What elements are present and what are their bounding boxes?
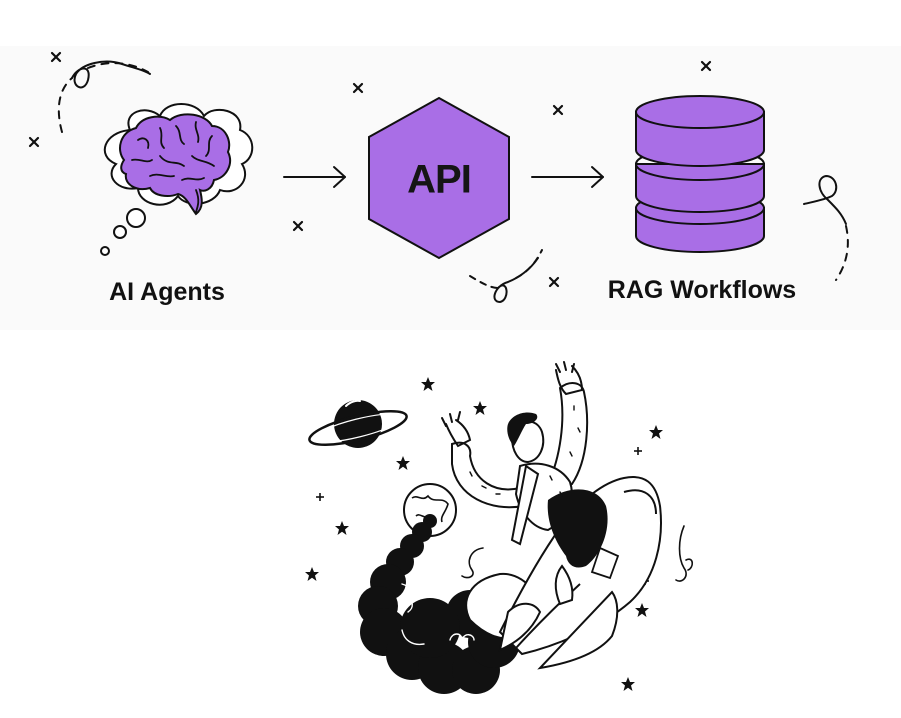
dashed-curve xyxy=(57,77,73,133)
star xyxy=(635,603,649,617)
x-mark xyxy=(292,220,304,232)
thought-bubble-dot xyxy=(113,225,127,239)
dashed-curve xyxy=(87,62,149,73)
loop-curve xyxy=(803,174,847,225)
thought-bubble-dot xyxy=(126,208,146,228)
node-label-ai-agents: AI Agents xyxy=(109,278,225,306)
dashed-curve xyxy=(515,249,543,279)
planet-saturn-icon xyxy=(308,399,408,448)
dashed-loop-decorations xyxy=(57,60,849,304)
star xyxy=(421,377,435,391)
x-mark xyxy=(28,136,40,148)
node-label-rag-workflows: RAG Workflows xyxy=(607,276,797,304)
x-mark xyxy=(552,104,564,116)
brain-icon xyxy=(119,113,232,216)
arrow-api-to-rag xyxy=(531,166,604,188)
star xyxy=(335,521,349,535)
person-figure xyxy=(441,361,608,606)
api-hexagon-icon xyxy=(368,96,510,260)
x-mark xyxy=(700,60,712,72)
star xyxy=(396,456,410,470)
loop-curve xyxy=(71,60,151,89)
ai-agents-node xyxy=(100,103,254,256)
node-label-api: API xyxy=(407,157,472,202)
x-mark xyxy=(50,51,62,63)
arrow-agents-to-api xyxy=(283,166,346,188)
dashed-curve xyxy=(835,225,849,281)
star xyxy=(473,401,487,415)
star xyxy=(305,567,319,581)
dashed-curve xyxy=(469,275,499,289)
x-mark xyxy=(352,82,364,94)
swirl-decorations xyxy=(461,525,694,582)
star xyxy=(621,677,635,691)
loop-curve xyxy=(493,257,539,304)
thought-bubble-dot xyxy=(100,246,110,256)
x-mark xyxy=(548,276,560,288)
star xyxy=(649,425,663,439)
database-cylinder-icon xyxy=(635,95,765,253)
rocket-illustration xyxy=(305,361,694,694)
